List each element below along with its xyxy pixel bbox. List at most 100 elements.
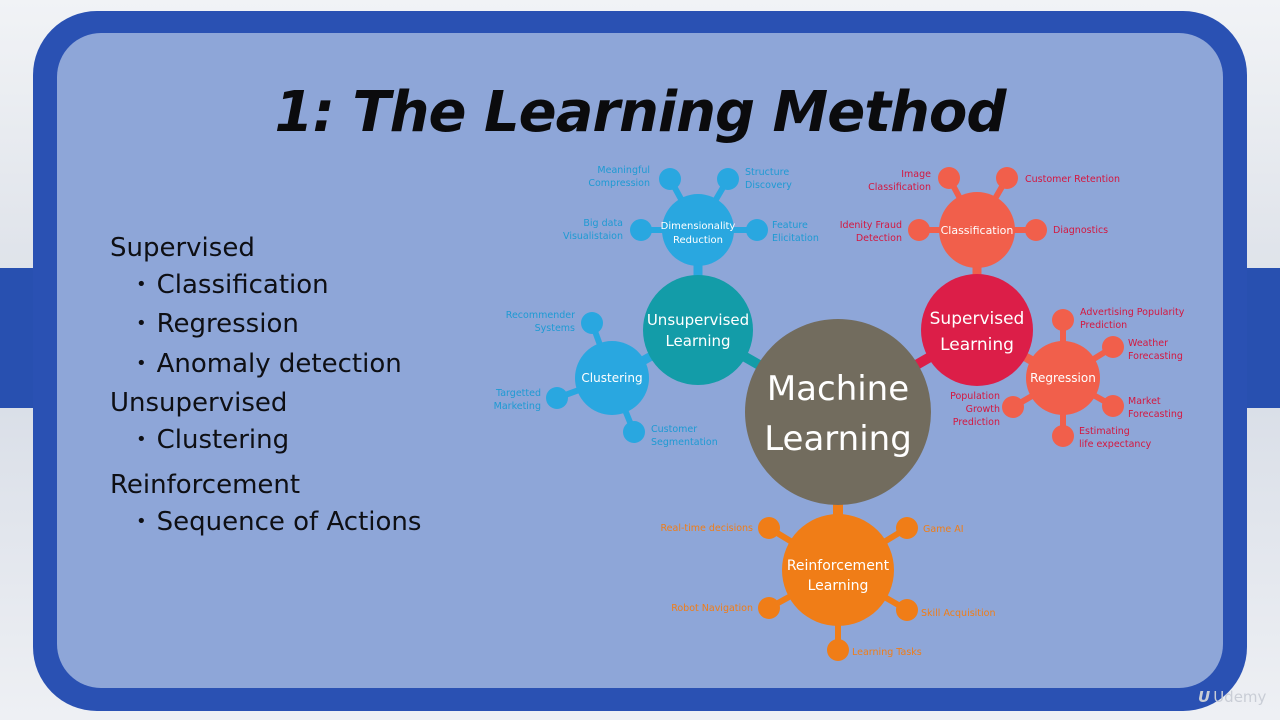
unsup-leaf-labels: Meaningful Compression Structure Discove… (494, 165, 819, 448)
leaf-dot (1025, 219, 1047, 241)
leaf-customer-segmentation-1: Customer (651, 424, 697, 435)
leaf-skill-acquisition: Skill Acquisition (921, 608, 996, 619)
leaf-dot (996, 167, 1018, 189)
leaf-diagnostics: Diagnostics (1053, 225, 1108, 236)
center-label-2: Learning (764, 419, 912, 459)
leaf-dot (1002, 396, 1024, 418)
center-label-1: Machine (767, 369, 909, 409)
udemy-text: Udemy (1213, 688, 1267, 706)
node-regression (1026, 341, 1100, 415)
node-machine-learning (745, 319, 931, 505)
node-supervised-learning (921, 274, 1033, 386)
leaf-meaningful-compression-2: Compression (588, 178, 650, 189)
leaf-dot (1102, 336, 1124, 358)
dim-label-1: Dimensionality (661, 221, 736, 232)
leaf-advertising-2: Prediction (1080, 320, 1127, 331)
rl-label-1: Reinforcement (787, 558, 890, 574)
rl-leaf-labels: Real-time decisions Game AI Robot Naviga… (661, 523, 996, 658)
leaf-dot (827, 639, 849, 661)
leaf-life-expectancy-2: life expectancy (1079, 439, 1152, 450)
leaf-dot (896, 599, 918, 621)
reg-label: Regression (1030, 371, 1096, 385)
leaf-learning-tasks: Learning Tasks (852, 647, 922, 658)
dim-label-2: Reduction (673, 235, 723, 246)
outline-item-regression: Regression (110, 306, 421, 346)
leaf-dot (758, 517, 780, 539)
leaf-dot (630, 219, 652, 241)
outline-supervised: Supervised (110, 233, 255, 263)
dim-leaf-dots (630, 168, 768, 241)
node-classification (939, 192, 1015, 268)
leaf-big-data-1: Big data (583, 218, 623, 229)
clu-leaf-dots (546, 312, 645, 443)
sup-label-1: Supervised (930, 309, 1025, 329)
slide-title: 1: The Learning Method (274, 80, 1007, 145)
leaf-dot (581, 312, 603, 334)
node-reinforcement-learning (782, 514, 894, 626)
leaf-dot (1102, 395, 1124, 417)
node-labels: Machine Learning Unsupervised Learning S… (581, 221, 1095, 594)
rl-leaf-dots (758, 517, 918, 661)
rl-label-2: Learning (808, 578, 869, 594)
leaf-game-ai: Game AI (923, 524, 964, 535)
outline-unsupervised: Unsupervised (110, 388, 288, 418)
leaf-population-3: Prediction (953, 417, 1000, 428)
leaf-big-data-2: Visualistaion (563, 231, 623, 242)
leaf-recommender-1: Recommender (506, 310, 575, 321)
leaf-life-expectancy-1: Estimating (1079, 426, 1130, 437)
leaf-robot-navigation: Robot Navigation (671, 603, 753, 614)
leaf-dot (546, 387, 568, 409)
leaf-dot (746, 219, 768, 241)
udemy-logo-icon: U (1198, 688, 1211, 706)
leaf-targetted-2: Marketing (494, 401, 541, 412)
node-unsupervised-learning (643, 275, 753, 385)
leaf-targetted-1: Targetted (495, 388, 541, 399)
unsup-label-2: Learning (665, 332, 730, 350)
sup-leaf-labels: Image Classification Customer Retention … (840, 169, 1185, 450)
leaf-customer-segmentation-2: Segmentation (651, 437, 718, 448)
reg-leaf-dots (1002, 309, 1124, 447)
leaf-image-classification-1: Image (901, 169, 931, 180)
leaf-dot (758, 597, 780, 619)
leaf-fraud-detection-1: Idenity Fraud (840, 220, 902, 231)
leaf-dot (896, 517, 918, 539)
leaf-structure-discovery-2: Discovery (745, 180, 792, 191)
leaf-weather-1: Weather (1128, 338, 1168, 349)
outline-item-sequence-of-actions: Sequence of Actions (110, 504, 422, 544)
outline-reinforcement: Reinforcement (110, 470, 301, 500)
sup-label-2: Learning (940, 335, 1014, 355)
leaf-dot (1052, 425, 1074, 447)
leaf-advertising-1: Advertising Popularity (1080, 307, 1185, 318)
outline-item-clustering: Clustering (110, 422, 421, 462)
leaf-population-2: Growth (966, 404, 1000, 415)
leaf-dot (659, 168, 681, 190)
cls-label: Classification (941, 224, 1014, 237)
leaf-market-2: Forecasting (1128, 409, 1183, 420)
leaf-dot (717, 168, 739, 190)
leaf-weather-2: Forecasting (1128, 351, 1183, 362)
unsup-label-1: Unsupervised (647, 311, 749, 329)
leaf-real-time-decisions: Real-time decisions (661, 523, 754, 534)
leaf-dot (623, 421, 645, 443)
leaf-fraud-detection-2: Detection (856, 233, 902, 244)
outline-item-anomaly-detection: Anomaly detection (110, 346, 421, 386)
leaf-recommender-2: Systems (535, 323, 575, 334)
leaf-population-1: Population (950, 391, 1000, 402)
leaf-dot (1052, 309, 1074, 331)
outline-item-classification: Classification (110, 267, 421, 307)
leaf-structure-discovery-1: Structure (745, 167, 789, 178)
leaf-customer-retention: Customer Retention (1025, 174, 1120, 185)
leaf-feature-elicitation-2: Elicitation (772, 233, 819, 244)
leaf-market-1: Market (1128, 396, 1161, 407)
outline-list: Supervised Classification Regression Ano… (110, 230, 421, 543)
node-dimensionality-reduction (662, 194, 734, 266)
leaf-feature-elicitation-1: Feature (772, 220, 808, 231)
leaf-meaningful-compression-1: Meaningful (597, 165, 650, 176)
node-clustering (575, 341, 649, 415)
leaf-dot (908, 219, 930, 241)
leaf-image-classification-2: Classification (868, 182, 931, 193)
leaf-dot (938, 167, 960, 189)
cls-leaf-dots (908, 167, 1047, 241)
